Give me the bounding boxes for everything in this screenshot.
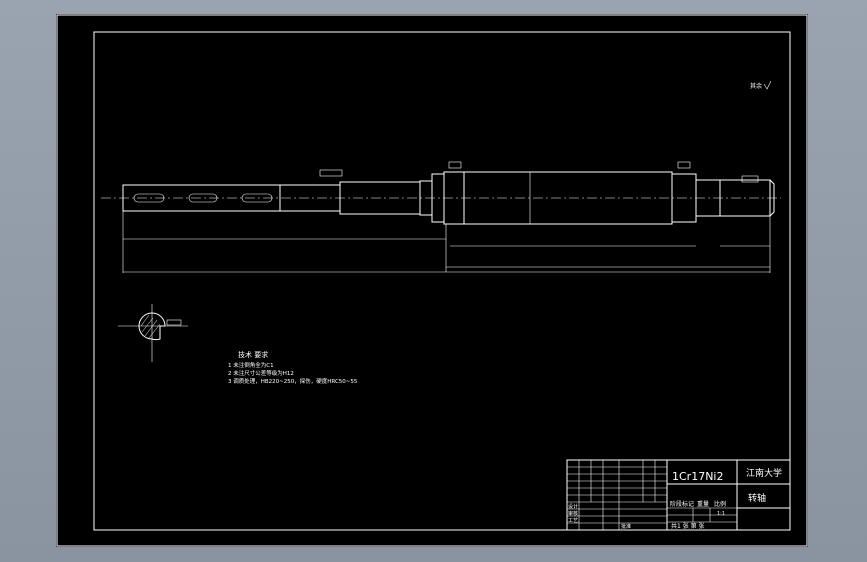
material-label: 1Cr17Ni2 — [672, 470, 723, 483]
tolerance-frame-3 — [677, 161, 691, 169]
inner-border — [93, 31, 791, 531]
tolerance-frame-2 — [448, 161, 462, 169]
keyway-3 — [241, 193, 273, 203]
scale-label: 比例 — [714, 500, 726, 508]
drawing-svg: 其余 — [56, 14, 808, 547]
tech-note-1: 1 未注倒角全为C1 — [228, 361, 274, 369]
designer-label: 设计 — [568, 503, 578, 510]
drawing-canvas: 其余 — [56, 14, 808, 547]
tolerance-frame-1 — [319, 169, 343, 177]
tech-requirements-title: 技术 要求 — [238, 350, 268, 359]
stage-mark-label: 阶段标记 — [670, 500, 694, 508]
outer-border — [56, 14, 808, 547]
part-name: 转轴 — [748, 492, 766, 504]
keyway-1 — [133, 193, 165, 203]
dimension-lines — [122, 211, 771, 273]
scale-value: 1:1 — [717, 511, 725, 517]
process-label: 工艺 — [568, 518, 578, 524]
checker-label: 审核 — [568, 510, 578, 517]
roughness-icon — [763, 80, 772, 90]
tech-note-2: 2 未注尺寸公差等级为H12 — [228, 369, 294, 377]
surface-finish-note: 其余 — [750, 82, 762, 90]
sheet-count: 共1 张 第 张 — [671, 522, 705, 530]
school-name: 江南大学 — [746, 467, 782, 479]
keyway-2 — [188, 193, 218, 203]
tolerance-frame-4 — [741, 175, 759, 183]
shaft-outline — [122, 171, 775, 225]
weight-label: 重量 — [697, 500, 709, 508]
title-block — [566, 459, 791, 531]
section-view — [118, 304, 188, 362]
approve-label: 批准 — [621, 523, 631, 530]
tech-note-3: 3 调质处理，HB220~250，探伤，硬度HRC50~55 — [228, 377, 358, 385]
